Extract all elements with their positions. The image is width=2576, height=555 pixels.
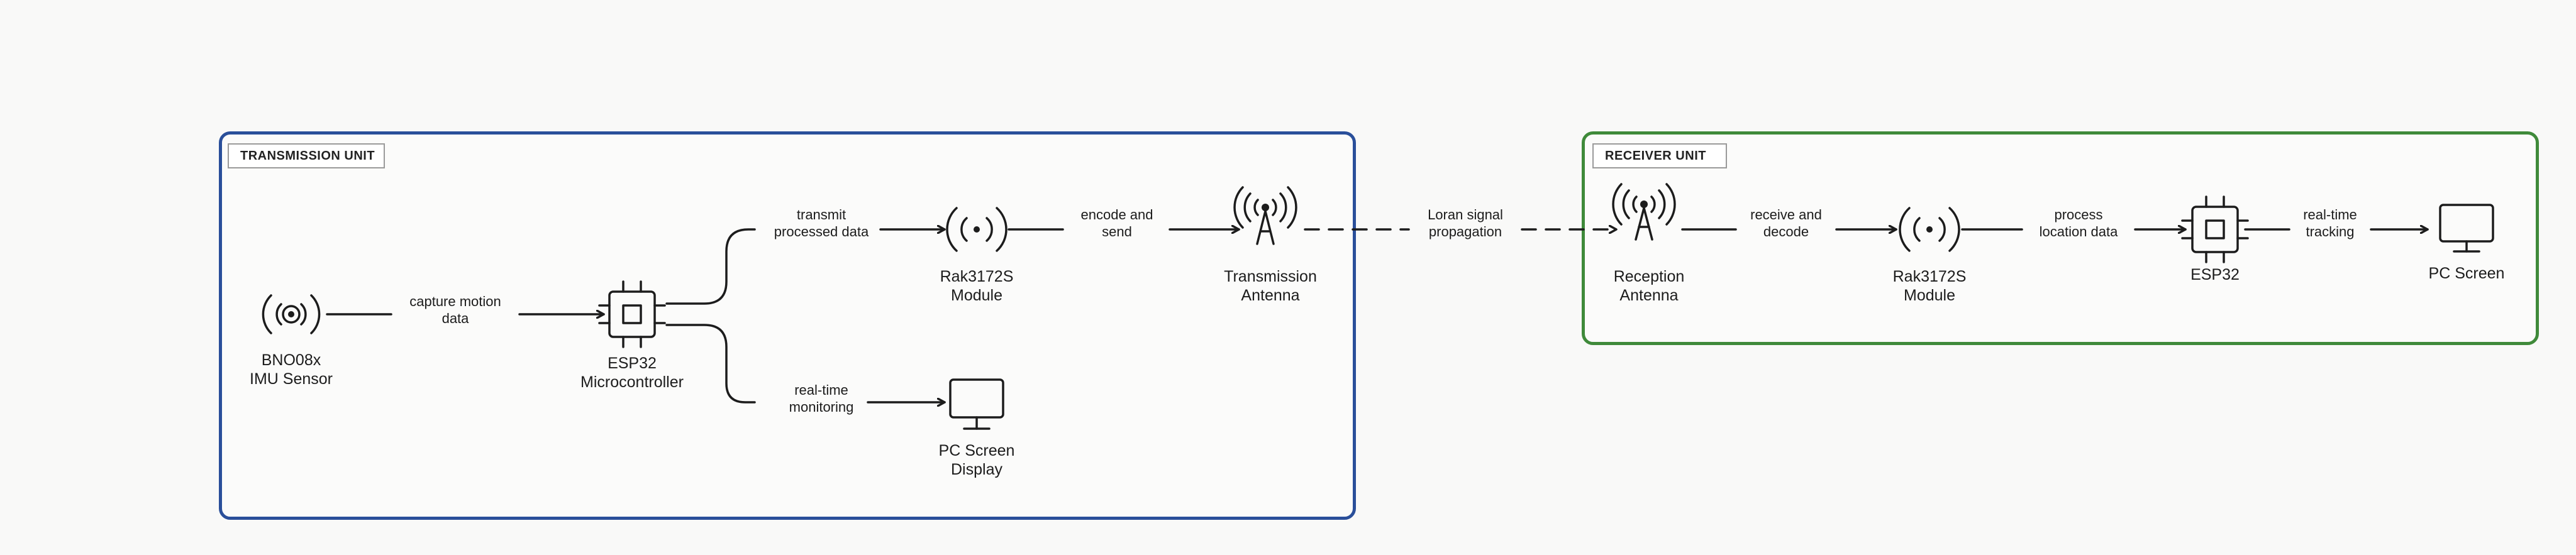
radio-wave-icon bbox=[946, 207, 1008, 252]
edge-label-process: process location data bbox=[2039, 207, 2118, 239]
monitor-icon bbox=[949, 378, 1004, 430]
transmission-antenna-label: Transmission Antenna bbox=[1224, 268, 1317, 304]
edge-transmit bbox=[665, 229, 946, 305]
edge-label-lora: Loran signal propagation bbox=[1428, 207, 1503, 239]
tx-rak-module-label: Rak3172S Module bbox=[940, 268, 1014, 304]
pc-screen-label: PC Screen bbox=[2428, 265, 2505, 282]
receiver-unit-label: RECEIVER UNIT bbox=[1592, 143, 1727, 168]
sensor-icon bbox=[262, 294, 321, 334]
chip-icon bbox=[2181, 195, 2249, 263]
tx-esp32-label: ESP32 Microcontroller bbox=[580, 354, 684, 391]
reception-antenna-label: Reception Antenna bbox=[1613, 268, 1685, 304]
edge-label-receive: receive and decode bbox=[1750, 207, 1822, 239]
radio-wave-icon bbox=[1899, 207, 1960, 252]
imu-sensor-label: BNO08x IMU Sensor bbox=[250, 351, 333, 388]
rx-rak-module-label: Rak3172S Module bbox=[1892, 268, 1967, 304]
antenna-icon bbox=[1233, 186, 1297, 245]
edge-label-encode: encode and send bbox=[1080, 207, 1153, 239]
edge-label-tracking: real-time tracking bbox=[2303, 207, 2357, 239]
edge-label-monitoring: real-time monitoring bbox=[789, 382, 854, 415]
rx-esp32-label: ESP32 bbox=[2190, 266, 2240, 283]
monitor-icon bbox=[2439, 204, 2494, 253]
edge-label-capture: capture motion data bbox=[409, 294, 501, 326]
antenna-icon bbox=[1612, 183, 1676, 241]
pc-screen-display-label: PC Screen Display bbox=[938, 442, 1015, 478]
receiver-unit-box bbox=[1582, 131, 2539, 345]
edge-monitoring bbox=[665, 324, 946, 402]
transmission-unit-label: TRANSMISSION UNIT bbox=[228, 143, 385, 168]
edge-label-transmit: transmit processed data bbox=[774, 207, 869, 239]
chip-icon bbox=[598, 280, 666, 348]
transmission-unit-box bbox=[219, 131, 1356, 520]
